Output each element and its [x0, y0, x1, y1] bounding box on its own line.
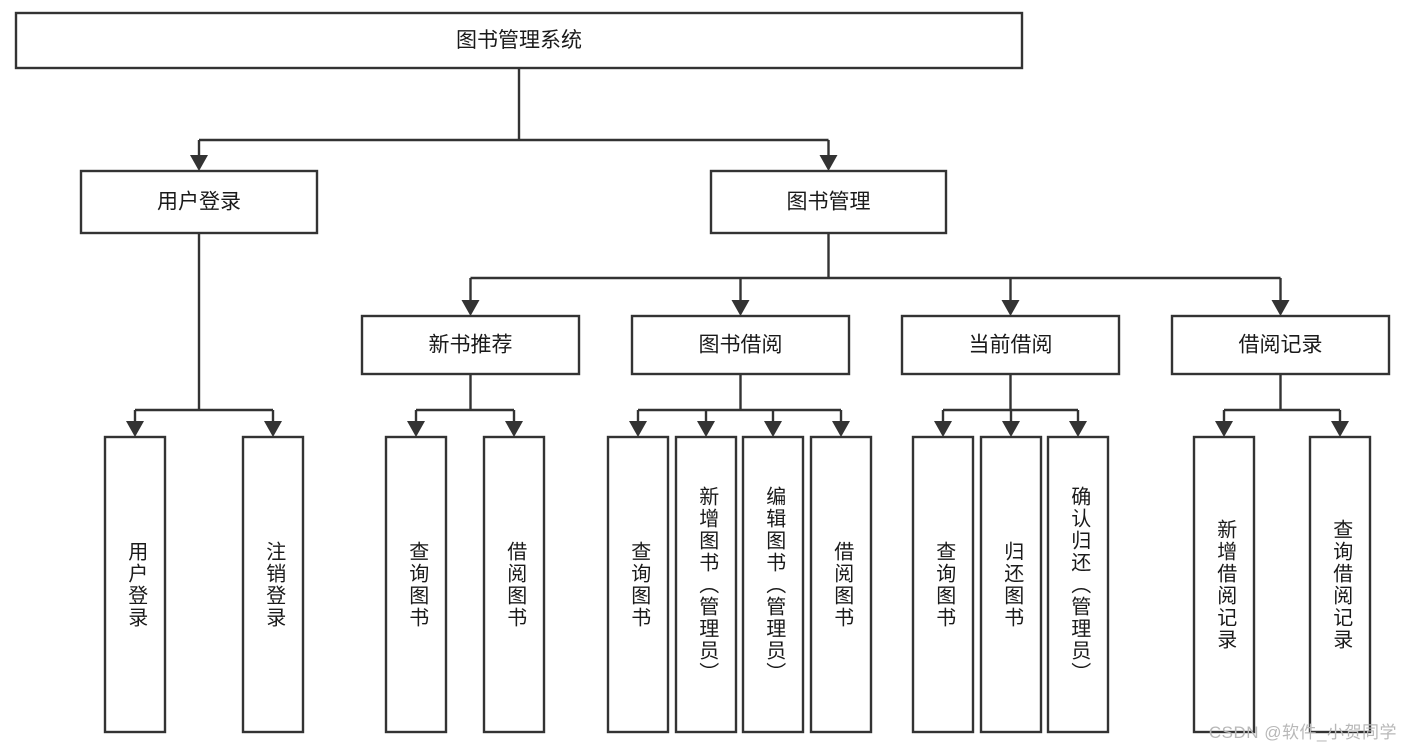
node-box-leaf-edit-book[interactable]	[741, 435, 805, 734]
node-leaf-logout[interactable]	[241, 435, 305, 734]
node-box-leaf-query-record[interactable]	[1308, 435, 1372, 734]
connector-layer	[126, 68, 1349, 437]
node-leaf-query-book-rec[interactable]	[384, 435, 448, 734]
node-leaf-user-login[interactable]	[103, 435, 167, 734]
arrow-head-icon	[1001, 300, 1020, 316]
arrow-head-icon	[819, 155, 838, 171]
node-label-new-book-rec: 新书推荐	[429, 334, 513, 357]
node-box-book-borrow[interactable]	[630, 314, 851, 376]
node-leaf-query-record[interactable]	[1308, 435, 1372, 734]
node-box-leaf-add-book[interactable]	[674, 435, 738, 734]
node-book-manage[interactable]: 图书管理	[709, 169, 948, 235]
node-book-borrow[interactable]: 图书借阅	[630, 314, 851, 376]
arrow-head-icon	[1002, 421, 1020, 437]
node-box-book-manage[interactable]	[709, 169, 948, 235]
node-label-current-borrow: 当前借阅	[969, 334, 1053, 357]
node-box-leaf-user-login[interactable]	[103, 435, 167, 734]
node-leaf-query-book-borrow[interactable]	[606, 435, 670, 734]
node-leaf-add-book[interactable]	[674, 435, 738, 734]
node-label-user-login: 用户登录	[157, 191, 241, 214]
node-user-login[interactable]: 用户登录	[79, 169, 319, 235]
node-box-root[interactable]	[14, 11, 1024, 70]
node-root[interactable]: 图书管理系统	[14, 11, 1024, 70]
node-borrow-record[interactable]: 借阅记录	[1170, 314, 1391, 376]
node-leaf-return-book[interactable]	[979, 435, 1043, 734]
node-label-root: 图书管理系统	[456, 29, 582, 52]
node-leaf-borrow-book-rec[interactable]	[482, 435, 546, 734]
node-leaf-edit-book[interactable]	[741, 435, 805, 734]
node-box-leaf-borrow-book[interactable]	[809, 435, 873, 734]
node-box-user-login[interactable]	[79, 169, 319, 235]
arrow-head-icon	[697, 421, 715, 437]
node-box-leaf-logout[interactable]	[241, 435, 305, 734]
watermark-text: CSDN @软件_小贺同学	[1208, 723, 1397, 742]
node-box-leaf-query-book-borrow[interactable]	[606, 435, 670, 734]
node-box-leaf-query-book-current[interactable]	[911, 435, 975, 734]
node-leaf-confirm-return[interactable]	[1046, 435, 1110, 734]
node-label-book-borrow: 图书借阅	[699, 334, 783, 357]
arrow-head-icon	[407, 421, 425, 437]
arrow-head-icon	[505, 421, 523, 437]
node-box-leaf-confirm-return[interactable]	[1046, 435, 1110, 734]
node-leaf-query-book-current[interactable]	[911, 435, 975, 734]
node-box-leaf-return-book[interactable]	[979, 435, 1043, 734]
node-box-new-book-rec[interactable]	[360, 314, 581, 376]
node-box-current-borrow[interactable]	[900, 314, 1121, 376]
arrow-head-icon	[1271, 300, 1290, 316]
node-leaf-add-record[interactable]	[1192, 435, 1256, 734]
arrow-head-icon	[934, 421, 952, 437]
node-box-borrow-record[interactable]	[1170, 314, 1391, 376]
arrow-head-icon	[1069, 421, 1087, 437]
node-label-book-manage: 图书管理	[787, 191, 871, 214]
arrow-head-icon	[764, 421, 782, 437]
node-box-leaf-query-book-rec[interactable]	[384, 435, 448, 734]
node-box-leaf-add-record[interactable]	[1192, 435, 1256, 734]
node-label-borrow-record: 借阅记录	[1239, 334, 1323, 357]
arrow-head-icon	[264, 421, 282, 437]
arrow-head-icon	[1331, 421, 1349, 437]
node-new-book-rec[interactable]: 新书推荐	[360, 314, 581, 376]
arrow-head-icon	[126, 421, 144, 437]
arrow-head-icon	[629, 421, 647, 437]
arrow-head-icon	[461, 300, 480, 316]
node-leaf-borrow-book[interactable]	[809, 435, 873, 734]
arrow-head-icon	[832, 421, 850, 437]
node-box-leaf-borrow-book-rec[interactable]	[482, 435, 546, 734]
arrow-head-icon	[1215, 421, 1233, 437]
arrow-head-icon	[731, 300, 750, 316]
node-current-borrow[interactable]: 当前借阅	[900, 314, 1121, 376]
arrow-head-icon	[190, 155, 208, 171]
